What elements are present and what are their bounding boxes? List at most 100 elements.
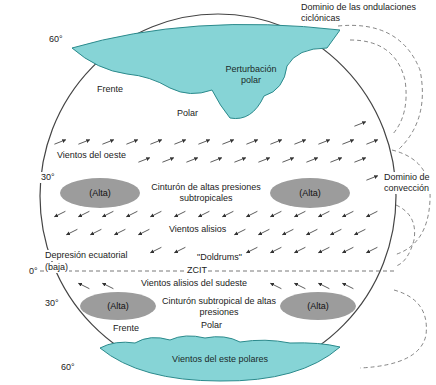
wind-arrow bbox=[126, 140, 137, 144]
wind-arrow bbox=[162, 158, 173, 162]
map-label: Cinturón subtropical de altas presiones bbox=[160, 296, 278, 318]
wind-arrow bbox=[343, 247, 354, 252]
wind-arrow bbox=[234, 158, 245, 162]
wind-arrow bbox=[319, 211, 330, 216]
wind-arrow bbox=[54, 140, 65, 144]
wind-arrow bbox=[79, 283, 90, 288]
map-label: Depresión ecuatorial bbox=[44, 250, 129, 261]
wind-arrow bbox=[235, 229, 246, 234]
map-label: Polar bbox=[200, 320, 223, 331]
wind-arrow bbox=[91, 229, 102, 234]
wind-arrow bbox=[258, 158, 269, 162]
wind-arrow bbox=[223, 211, 234, 216]
wind-arrow bbox=[103, 283, 114, 288]
circulation-loop bbox=[360, 290, 426, 368]
wind-arrow bbox=[55, 211, 66, 216]
equator-line bbox=[40, 271, 396, 272]
map-label: 60° bbox=[48, 34, 64, 45]
map-label: Cinturón de altas presiones subtropicale… bbox=[148, 182, 264, 204]
wind-arrow bbox=[151, 211, 162, 216]
map-label: ZCIT bbox=[186, 265, 208, 276]
wind-arrow bbox=[271, 211, 282, 216]
wind-arrow bbox=[175, 247, 186, 252]
pressure-label: (Alta) bbox=[107, 301, 129, 312]
wind-arrow bbox=[246, 140, 257, 144]
map-label: Vientos alisios del sudeste bbox=[140, 278, 248, 289]
wind-arrow bbox=[174, 140, 185, 144]
wind-arrow bbox=[319, 247, 330, 252]
region-label: Vientos del este polares bbox=[160, 354, 280, 365]
circulation-loop bbox=[350, 40, 406, 135]
wind-arrow bbox=[67, 229, 78, 234]
wind-arrow bbox=[259, 229, 270, 234]
map-label: 0° bbox=[28, 266, 39, 277]
high-pressure-cell: (Alta) bbox=[80, 292, 156, 320]
wind-arrow bbox=[294, 140, 305, 144]
wind-arrow bbox=[367, 211, 378, 216]
wind-arrow bbox=[307, 229, 318, 234]
wind-arrow bbox=[247, 211, 258, 216]
high-pressure-cell: (Alta) bbox=[280, 292, 356, 320]
wind-arrow bbox=[330, 158, 341, 162]
wind-arrow bbox=[138, 158, 149, 162]
wind-arrow bbox=[271, 283, 282, 288]
wind-arrow bbox=[222, 140, 233, 144]
wind-arrow bbox=[270, 140, 281, 144]
wind-arrow bbox=[210, 158, 221, 162]
wind-arrow bbox=[331, 229, 342, 234]
globe-outline bbox=[40, 14, 396, 378]
convection-loop bbox=[392, 150, 430, 255]
map-label: Vientos del oeste bbox=[56, 150, 127, 161]
map-label: Frente bbox=[96, 84, 124, 95]
map-label: Polar bbox=[176, 108, 199, 119]
wind-arrow bbox=[318, 140, 329, 144]
wind-arrow bbox=[343, 283, 354, 288]
high-pressure-cell: (Alta) bbox=[270, 178, 350, 208]
map-label: 60° bbox=[60, 362, 76, 373]
map-label: Frente bbox=[112, 323, 140, 334]
wind-arrow bbox=[151, 247, 162, 252]
wind-arrow bbox=[366, 176, 377, 180]
wind-arrow bbox=[342, 140, 353, 144]
wind-arrow bbox=[295, 211, 306, 216]
map-label: "Doldrums" bbox=[196, 252, 243, 263]
circulation-loop bbox=[338, 25, 422, 150]
wind-arrow bbox=[79, 211, 90, 216]
map-label: (baja) bbox=[44, 262, 69, 273]
wind-arrow bbox=[343, 211, 354, 216]
pressure-label: (Alta) bbox=[89, 188, 111, 199]
wind-arrow bbox=[150, 140, 161, 144]
wind-arrow bbox=[282, 158, 293, 162]
wind-arrow bbox=[319, 283, 330, 288]
pressure-label: (Alta) bbox=[299, 188, 321, 199]
wind-arrow bbox=[78, 140, 89, 144]
wind-arrow bbox=[199, 211, 210, 216]
polar-disturbance-region: Perturbación polar bbox=[72, 18, 340, 123]
map-label: Dominio de convección bbox=[383, 172, 433, 194]
wind-arrow bbox=[271, 247, 282, 252]
wind-arrow bbox=[102, 140, 113, 144]
polar-disturbance-region: Vientos del este polares bbox=[100, 334, 340, 382]
region-shape bbox=[72, 18, 340, 123]
wind-arrow bbox=[186, 158, 197, 162]
wind-arrow bbox=[355, 229, 366, 234]
wind-arrow bbox=[354, 122, 365, 126]
wind-arrow bbox=[367, 247, 378, 252]
map-label: Dominio de las ondulaciones ciclónicas bbox=[300, 2, 424, 24]
map-label: Vientos alisios bbox=[168, 224, 227, 235]
region-label: Perturbación polar bbox=[216, 64, 286, 86]
wind-arrow bbox=[247, 247, 258, 252]
wind-arrow bbox=[103, 211, 114, 216]
wind-arrow bbox=[283, 229, 294, 234]
wind-arrow bbox=[139, 229, 150, 234]
wind-arrow bbox=[366, 140, 377, 144]
high-pressure-cell: (Alta) bbox=[60, 178, 140, 208]
wind-arrow bbox=[115, 229, 126, 234]
pressure-label: (Alta) bbox=[307, 301, 329, 312]
convection-loop bbox=[396, 205, 415, 266]
wind-arrow bbox=[127, 211, 138, 216]
map-label: 30° bbox=[40, 172, 56, 183]
wind-arrow bbox=[295, 283, 306, 288]
wind-arrow bbox=[198, 140, 209, 144]
